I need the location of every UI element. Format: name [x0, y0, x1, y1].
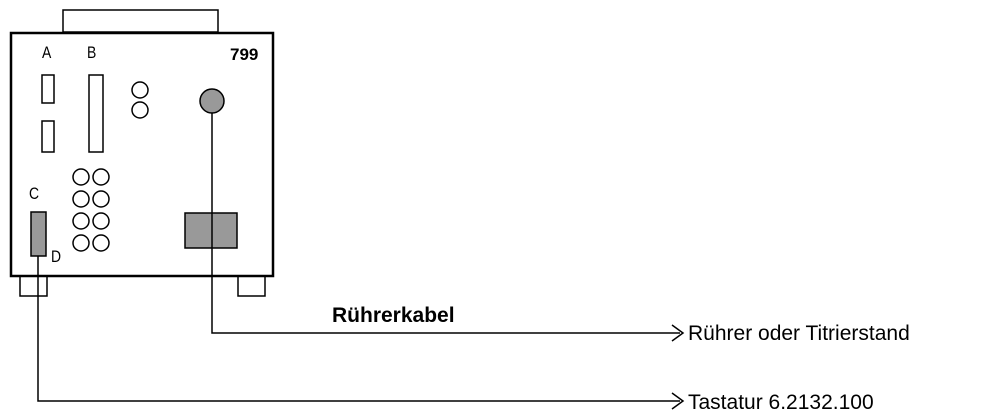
keyboard-destination-label: Tastatur 6.2132.100 [688, 391, 874, 414]
round-socket [92, 234, 110, 252]
port-label-a: A [42, 44, 52, 63]
device-top-connector [62, 9, 219, 33]
port-b-connector [88, 74, 104, 153]
stirrer-cable [211, 113, 680, 334]
port-a-slot-lower [41, 120, 55, 153]
round-socket [92, 212, 110, 230]
port-c-connector [30, 211, 47, 257]
round-socket [72, 190, 90, 208]
power-module [184, 212, 238, 249]
round-socket [92, 190, 110, 208]
device-foot-left [19, 274, 48, 297]
device-model-label: 799 [230, 45, 258, 64]
stirrer-cable-label: Rührerkabel [332, 304, 455, 327]
stirrer-socket [199, 88, 225, 114]
port-a-slot-upper [41, 74, 55, 104]
stirrer-destination-label: Rührer oder Titrierstand [688, 322, 910, 345]
stirrer-cable-arrowhead [671, 324, 685, 342]
port-label-c: C [29, 185, 39, 204]
round-socket [72, 234, 90, 252]
port-label-b: B [87, 44, 96, 63]
round-socket [72, 168, 90, 186]
round-socket [131, 101, 149, 119]
round-socket [131, 81, 149, 99]
device-foot-right [237, 274, 266, 297]
keyboard-cable [37, 256, 680, 402]
round-socket [92, 168, 110, 186]
keyboard-cable-arrowhead [671, 392, 685, 410]
round-socket [72, 212, 90, 230]
port-label-d: D [51, 248, 61, 267]
